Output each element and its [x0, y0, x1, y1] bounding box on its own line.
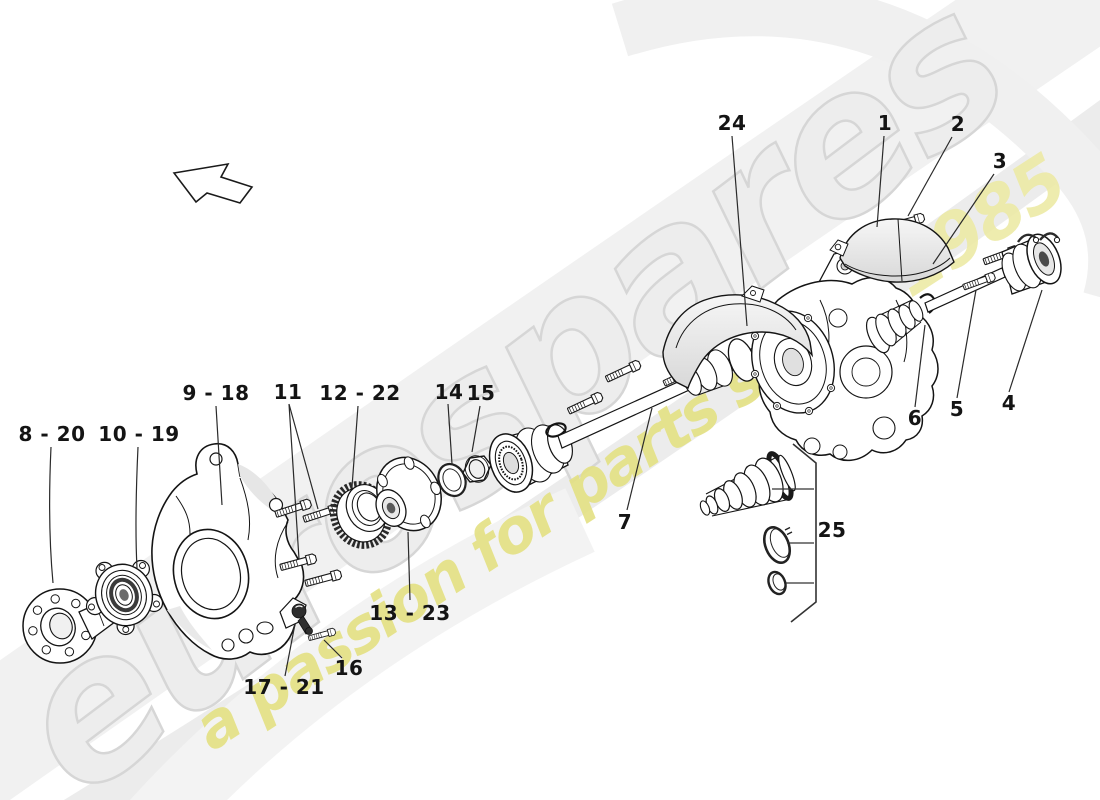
part-clamp-small-drawing [767, 570, 787, 596]
direction-arrow-icon [172, 162, 254, 204]
leader-1 [876, 135, 885, 228]
leader-7 [626, 407, 653, 511]
leader-4 [1008, 289, 1043, 393]
part-left-inner-boot-drawing [682, 338, 757, 396]
bracket-25 [772, 443, 817, 623]
part-bearing-housing-drawing [85, 559, 164, 636]
leader-lines [49, 135, 1043, 677]
leader-11 [288, 403, 319, 560]
leader-17-21 [284, 623, 296, 677]
leader-13-23 [407, 531, 411, 601]
leader-8-20 [49, 446, 54, 584]
leader-14 [447, 403, 453, 465]
part-seal-drawing [437, 462, 467, 498]
leader-12-22 [351, 405, 359, 488]
part-right-inner-boot-drawing [865, 293, 936, 354]
part-left-outer-cv-drawing [488, 422, 573, 493]
leader-16 [323, 639, 343, 659]
part-nut-drawing [462, 455, 492, 483]
leader-9-18 [215, 405, 223, 506]
part-clamp-large-drawing [762, 526, 793, 564]
leader-2 [907, 136, 953, 217]
part-heat-shield-upper-drawing [829, 218, 955, 283]
leader-24 [731, 135, 748, 327]
leader-15 [471, 405, 481, 453]
part-boot-kit-drawing [699, 451, 796, 596]
part-abs-sensor-drawing [279, 597, 313, 635]
leader-5 [956, 289, 977, 399]
part-right-outer-cv-drawing [1001, 232, 1062, 295]
part-cv-hub-drawing [375, 456, 442, 532]
leader-6 [914, 324, 926, 408]
leader-3 [932, 173, 995, 265]
part-hub-carrier-drawing [151, 442, 305, 660]
leader-10-19 [135, 446, 139, 569]
part-heat-shield-lower-drawing [662, 285, 814, 389]
